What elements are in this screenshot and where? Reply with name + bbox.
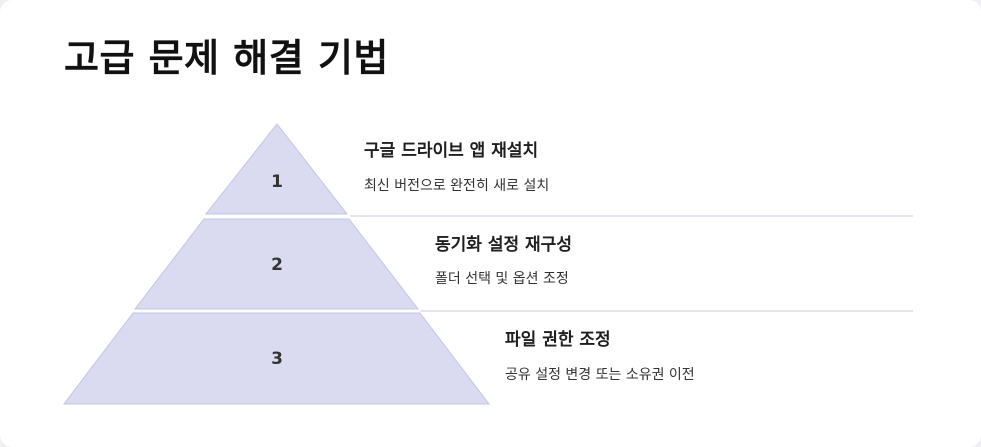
page-title: 고급 문제 해결 기법 (64, 36, 389, 80)
level-1-title: 구글 드라이브 앱 재설치 (364, 141, 539, 161)
level-3-description: 공유 설정 변경 또는 소유권 이전 (505, 367, 695, 383)
level-2-title: 동기화 설정 재구성 (435, 235, 572, 255)
level-1-description: 최신 버전으로 완전히 새로 설치 (364, 178, 550, 194)
pyramid-tier-3 (62, 312, 491, 405)
tier-number-3: 3 (271, 349, 283, 369)
level-3-title: 파일 권한 조정 (505, 330, 611, 350)
pyramid-tier-1 (204, 123, 349, 215)
tier-number-1: 1 (271, 172, 283, 192)
level-2-description: 폴더 선택 및 옵션 조정 (435, 271, 569, 287)
tier-number-2: 2 (271, 255, 283, 275)
pyramid-tier-2 (133, 218, 420, 310)
